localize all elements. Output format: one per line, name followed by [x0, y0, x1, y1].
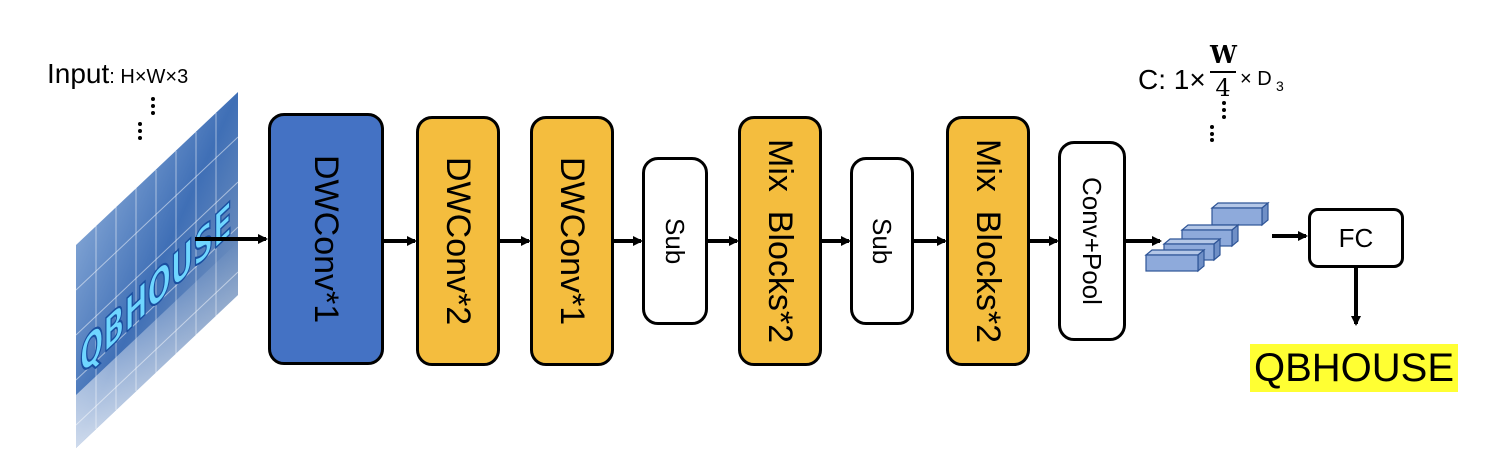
feature-prefix: C: 1×	[1138, 64, 1206, 95]
block-mix-blocks-1: Mix Blocks*2	[738, 116, 822, 366]
block-label: Sub	[660, 217, 690, 265]
feature-map-cubes	[1144, 201, 1270, 273]
input-dims: : H×W×3	[109, 66, 189, 88]
feature-denominator: 4	[1215, 74, 1231, 102]
block-dwconv-1: DWConv*1	[268, 113, 384, 365]
block-label: DWConv*1	[553, 156, 591, 326]
input-image: QBHOUSE	[75, 92, 239, 448]
feature-subscript: 3	[1276, 78, 1284, 94]
block-label: DWConv*1	[307, 154, 345, 324]
feature-numerator: W	[1210, 40, 1237, 69]
block-sub-2: Sub	[850, 157, 914, 325]
block-mix-blocks-2: Mix Blocks*2	[946, 116, 1030, 366]
block-label: Mix Blocks*2	[969, 138, 1007, 344]
block-label: Conv+Pool	[1077, 177, 1107, 305]
block-dwconv-2: DWConv*2	[416, 116, 500, 366]
input-ellipsis-dots	[138, 97, 155, 140]
block-dwconv-3: DWConv*1	[530, 116, 614, 366]
fraction-bar	[1210, 71, 1236, 73]
block-label: Mix Blocks*2	[761, 138, 799, 344]
block-conv-pool: Conv+Pool	[1058, 141, 1126, 341]
block-label: DWConv*2	[439, 156, 477, 326]
feature-suffix: × D	[1240, 68, 1272, 90]
block-sub-1: Sub	[642, 157, 708, 325]
input-label: Input: H×W×3	[47, 58, 188, 90]
feature-ellipsis-dots	[1210, 101, 1226, 142]
fc-label: FC	[1338, 222, 1374, 253]
input-label-text: Input	[47, 58, 110, 89]
block-label: Sub	[867, 217, 897, 265]
fc-block: FC	[1308, 208, 1404, 268]
output-label: QBHOUSE	[1250, 344, 1459, 392]
